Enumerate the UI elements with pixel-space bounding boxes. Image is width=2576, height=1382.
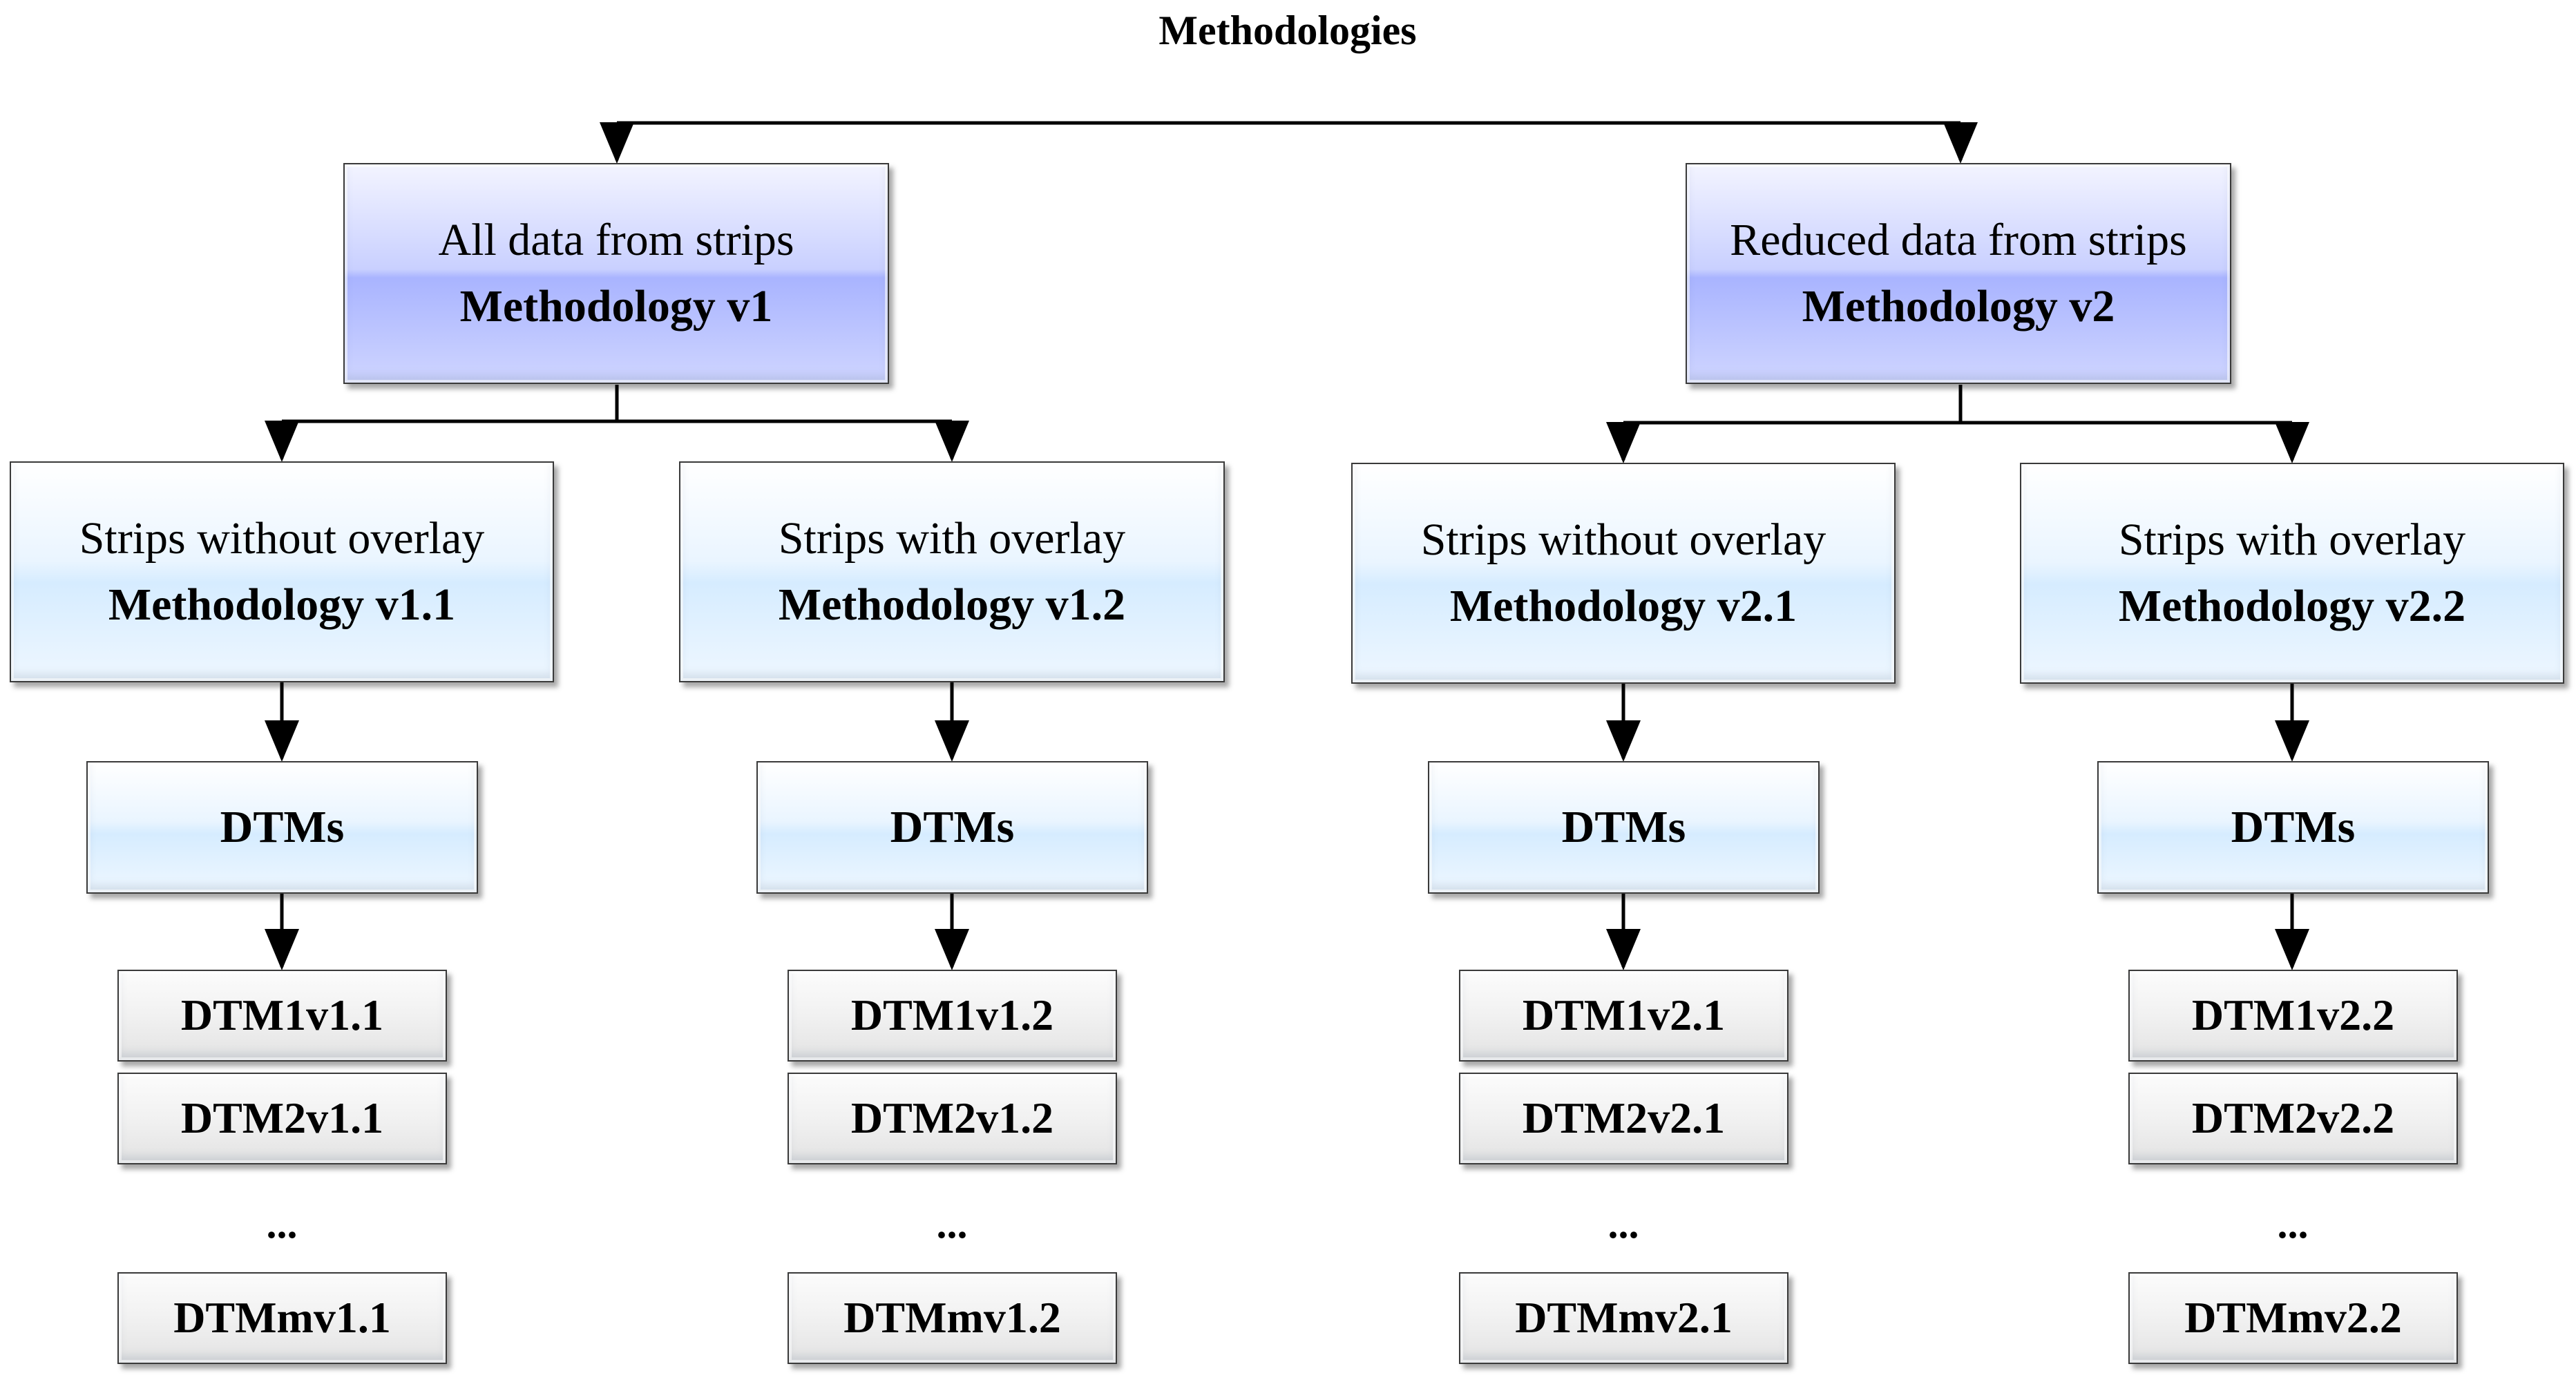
- methodology-v1-2-box: Strips with overlay Methodology v1.2: [679, 461, 1225, 682]
- dtm-item-label: DTM2v2.2: [2191, 1093, 2395, 1143]
- methodology-v2-box: Reduced data from strips Methodology v2: [1686, 163, 2231, 384]
- dtm-item: DTM1v1.1: [117, 970, 447, 1062]
- dtm-item-label: DTM1v2.2: [2191, 990, 2395, 1040]
- methodology-v2-2-subtitle: Strips with overlay: [2118, 515, 2466, 566]
- methodology-v2-1-label: Methodology v2.1: [1449, 581, 1797, 631]
- dtms-v2-2-label: DTMs: [2231, 802, 2356, 853]
- methodology-v1-1-box: Strips without overlay Methodology v1.1: [10, 461, 554, 682]
- dtms-v1-2-box: DTMs: [756, 761, 1148, 894]
- dtm-ellipsis: ...: [2277, 1201, 2309, 1247]
- methodology-v2-2-label: Methodology v2.2: [2118, 581, 2466, 631]
- dtm-item-label: DTM1v2.1: [1522, 990, 1726, 1040]
- dtm-item-label: DTMmv2.2: [2184, 1293, 2402, 1343]
- methodology-v1-box: All data from strips Methodology v1: [343, 163, 889, 384]
- methodology-v1-subtitle: All data from strips: [438, 215, 794, 266]
- dtm-item: DTM2v1.2: [788, 1073, 1117, 1164]
- dtm-item: DTMmv2.2: [2128, 1272, 2458, 1364]
- dtm-item-label: DTM1v1.1: [180, 990, 384, 1040]
- dtms-v2-1-label: DTMs: [1561, 802, 1686, 853]
- dtm-item-label: DTM2v1.1: [180, 1093, 384, 1143]
- dtm-ellipsis: ...: [936, 1201, 968, 1247]
- dtms-v1-1-box: DTMs: [86, 761, 478, 894]
- dtms-v2-2-box: DTMs: [2097, 761, 2489, 894]
- dtm-ellipsis: ...: [266, 1201, 298, 1247]
- methodology-v2-subtitle: Reduced data from strips: [1730, 215, 2187, 266]
- dtm-item: DTM2v2.2: [2128, 1073, 2458, 1164]
- dtm-item-label: DTM1v1.2: [850, 990, 1054, 1040]
- methodology-v1-1-label: Methodology v1.1: [108, 579, 456, 630]
- dtm-item-label: DTM2v1.2: [850, 1093, 1054, 1143]
- dtms-v2-1-box: DTMs: [1428, 761, 1820, 894]
- dtm-item-label: DTMmv2.1: [1515, 1293, 1733, 1343]
- dtm-item: DTM1v2.2: [2128, 970, 2458, 1062]
- methodology-v2-2-box: Strips with overlay Methodology v2.2: [2020, 463, 2564, 684]
- dtm-item: DTMmv2.1: [1459, 1272, 1788, 1364]
- dtm-item: DTMmv1.1: [117, 1272, 447, 1364]
- dtm-item-label: DTMmv1.1: [173, 1293, 391, 1343]
- dtm-item-label: DTMmv1.2: [843, 1293, 1061, 1343]
- dtm-item: DTM2v1.1: [117, 1073, 447, 1164]
- methodology-v2-label: Methodology v2: [1802, 281, 2115, 332]
- dtms-v1-2-label: DTMs: [890, 802, 1015, 853]
- methodology-v1-2-label: Methodology v1.2: [778, 579, 1126, 630]
- dtm-item: DTM1v1.2: [788, 970, 1117, 1062]
- diagram-title: Methodologies: [1158, 7, 1417, 53]
- methodology-v2-1-box: Strips without overlay Methodology v2.1: [1351, 463, 1896, 684]
- dtm-item-label: DTM2v2.1: [1522, 1093, 1726, 1143]
- dtm-item: DTM1v2.1: [1459, 970, 1788, 1062]
- methodology-v1-label: Methodology v1: [459, 281, 773, 332]
- methodology-v1-1-subtitle: Strips without overlay: [79, 513, 485, 564]
- dtm-ellipsis: ...: [1607, 1201, 1639, 1247]
- methodology-v1-2-subtitle: Strips with overlay: [778, 513, 1126, 564]
- methodology-v2-1-subtitle: Strips without overlay: [1420, 515, 1826, 566]
- dtm-item: DTMmv1.2: [788, 1272, 1117, 1364]
- dtm-item: DTM2v2.1: [1459, 1073, 1788, 1164]
- dtms-v1-1-label: DTMs: [220, 802, 345, 853]
